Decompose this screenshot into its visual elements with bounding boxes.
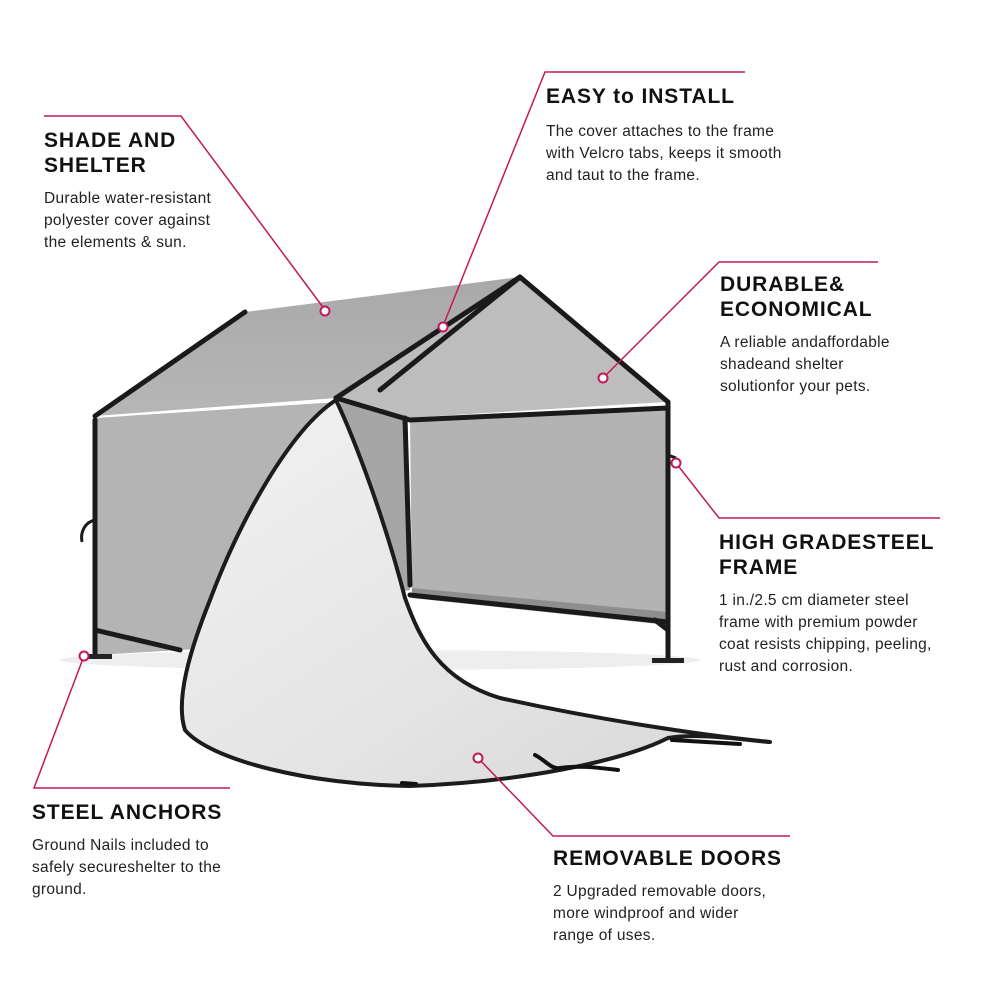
front-wall	[410, 408, 668, 625]
title-line: FRAME	[719, 556, 799, 579]
removable-door	[179, 398, 772, 788]
door-straps	[400, 738, 742, 786]
callout-description: Durable water-resistant polyester cover …	[44, 188, 274, 254]
callout-description: Ground Nails included to safely securesh…	[32, 835, 292, 901]
roof-left	[95, 277, 520, 416]
callout-description: 2 Upgraded removable doors, more windpro…	[553, 881, 853, 947]
title-line: REMOVABLE DOORS	[553, 847, 782, 870]
title-line: DURABLE&	[720, 273, 846, 296]
desc-line: safely secureshelter to the	[32, 859, 222, 876]
callout-easy-to-install: EASY to INSTALL The cover attaches to th…	[546, 84, 846, 187]
foot-plate-right	[652, 658, 684, 663]
callout-durable-economical: DURABLE& ECONOMICAL A reliable andafford…	[720, 272, 970, 398]
desc-line: rust and corrosion.	[719, 658, 854, 675]
desc-line: coat resists chipping, peeling,	[719, 636, 932, 653]
desc-line: the elements & sun.	[44, 234, 187, 251]
title-line: EASY to INSTALL	[546, 85, 735, 108]
callout-removable-doors: REMOVABLE DOORS 2 Upgraded removable doo…	[553, 846, 853, 947]
desc-line: A reliable andaffordable	[720, 334, 890, 351]
velcro-tabs	[80, 453, 677, 543]
callout-description: A reliable andaffordable shadeand shelte…	[720, 332, 970, 398]
callout-title: STEEL ANCHORS	[32, 800, 292, 825]
callout-title: EASY to INSTALL	[546, 84, 846, 109]
callout-title: SHADE AND SHELTER	[44, 128, 274, 178]
steel-frame	[92, 274, 671, 663]
desc-line: Ground Nails included to	[32, 837, 209, 854]
callout-description: The cover attaches to the frame with Vel…	[546, 121, 846, 187]
callout-high-grade-steel-frame: HIGH GRADESTEEL FRAME 1 in./2.5 cm diame…	[719, 530, 981, 678]
title-line: SHADE AND	[44, 129, 177, 152]
desc-line: frame with premium powder	[719, 614, 918, 631]
callout-description: 1 in./2.5 cm diameter steel frame with p…	[719, 590, 981, 678]
desc-line: shadeand shelter	[720, 356, 844, 373]
back-gable	[336, 277, 665, 418]
desc-line: ground.	[32, 881, 87, 898]
title-line: ECONOMICAL	[720, 298, 873, 321]
leader-lines	[32, 71, 940, 837]
title-line: SHELTER	[44, 154, 147, 177]
callout-shade-and-shelter: SHADE AND SHELTER Durable water-resistan…	[44, 128, 274, 254]
desc-line: Durable water-resistant	[44, 190, 212, 207]
callout-title: REMOVABLE DOORS	[553, 846, 853, 871]
foot-plate-left	[80, 654, 112, 659]
desc-line: 1 in./2.5 cm diameter steel	[719, 592, 909, 609]
desc-line: more windproof and wider	[553, 905, 739, 922]
desc-line: with Velcro tabs, keeps it smooth	[546, 145, 782, 162]
desc-line: and taut to the frame.	[546, 167, 700, 184]
desc-line: The cover attaches to the frame	[546, 123, 775, 140]
callout-steel-anchors: STEEL ANCHORS Ground Nails included to s…	[32, 800, 292, 901]
title-line: HIGH GRADESTEEL	[719, 531, 935, 554]
desc-line: solutionfor your pets.	[720, 378, 871, 395]
desc-line: polyester cover against	[44, 212, 211, 229]
callout-title: HIGH GRADESTEEL FRAME	[719, 530, 981, 580]
desc-line: range of uses.	[553, 927, 656, 944]
title-line: STEEL ANCHORS	[32, 801, 223, 824]
callout-title: DURABLE& ECONOMICAL	[720, 272, 970, 322]
callout-dots	[78, 305, 682, 764]
desc-line: 2 Upgraded removable doors,	[553, 883, 767, 900]
